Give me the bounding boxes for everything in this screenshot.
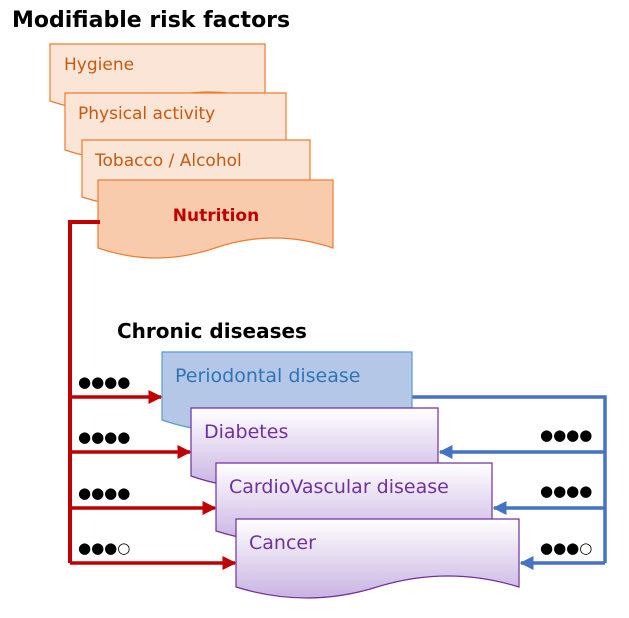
risk-factor-label: Physical activity [78,104,215,124]
evidence-periodontal-cancer: ●●●○ [540,539,592,557]
risk-factor-label: Nutrition [173,206,259,226]
risk-factor-nutrition: Nutrition [97,179,334,259]
evidence-periodontal-diabetes: ●●●● [540,426,592,444]
disease-label: Diabetes [204,421,288,443]
disease-label: CardioVascular disease [229,476,449,498]
evidence-nutrition-cardiovascular: ●●●● [78,484,130,502]
risk-factor-label: Hygiene [64,55,134,75]
evidence-periodontal-cardiovascular: ●●●● [540,482,592,500]
chronic-diseases-title: Chronic diseases [117,319,307,343]
nutrition-connector [68,220,100,563]
evidence-nutrition-periodontal: ●●●● [78,373,130,391]
evidence-nutrition-diabetes: ●●●● [78,428,130,446]
risk-factors-title: Modifiable risk factors [12,8,290,33]
disease-shape [235,518,520,599]
risk-factor-shape [97,179,334,259]
disease-cancer: Cancer [235,518,520,599]
disease-label: Periodontal disease [175,365,360,387]
disease-label: Cancer [249,532,316,554]
risk-factor-label: Tobacco / Alcohol [94,151,242,171]
evidence-nutrition-cancer: ●●●○ [78,539,130,557]
